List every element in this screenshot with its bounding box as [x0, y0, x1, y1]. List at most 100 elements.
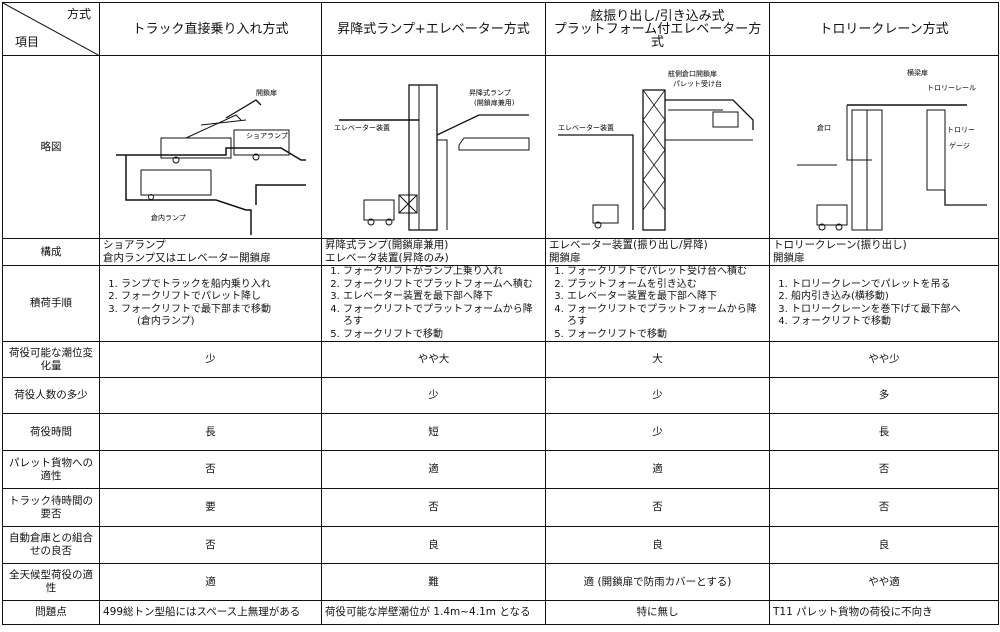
eval-cell: 良 — [321, 526, 546, 564]
column-header-4: トロリークレーン方式 — [769, 2, 999, 56]
eval-cell: 良 — [545, 526, 770, 564]
eval-cell: 否 — [545, 488, 770, 527]
composition-cell-3: エレベーター装置(振り出し/昇降)開鎖扉 — [545, 238, 770, 266]
corner-cell: 方式 項目 — [2, 2, 100, 56]
eval-cell: 否 — [769, 488, 999, 527]
eval-cell: 少 — [99, 341, 322, 378]
composition-row: 構成 ショアランプ倉内ランプ又はエレベーター開鎖扉 昇降式ランプ(開鎖扉兼用)エ… — [2, 238, 999, 266]
trolley-crane-diagram: 横梁扉 トロリーレール 倉口 トロリー ゲージ — [796, 68, 987, 230]
composition-cell-2: 昇降式ランプ(開鎖扉兼用)エレベータ装置(昇降のみ) — [321, 238, 546, 266]
procedure-step: ランプでトラックを船内乗り入れ — [121, 279, 318, 292]
eval-row: 荷役時間 長 短 少 長 — [2, 413, 999, 451]
procedure-step: プラットフォームを引き込む — [567, 279, 766, 292]
eval-cell — [99, 377, 322, 414]
sketch2-label-ramp-note: (開鎖扉兼用) — [474, 98, 515, 107]
eval-row: 全天候型荷役の適性 適 難 適 (開鎖扉で防雨カバーとする) やや適 — [2, 563, 999, 601]
eval-cell: やや大 — [321, 341, 546, 378]
procedure-step: フォークリフトでプラットフォームから降ろす — [567, 304, 766, 329]
eval-cell: やや少 — [769, 341, 999, 378]
sketch4-label-gauge: ゲージ — [949, 141, 970, 150]
procedure-cell-4: トロリークレーンでパレットを吊る船内引き込み(横移動)トロリークレーンを巻下げて… — [769, 265, 999, 342]
eval-cell: 適 — [545, 450, 770, 489]
issue-cell: 荷役可能な岸壁潮位が 1.4m~4.1m となる — [321, 600, 546, 625]
eval-cell: 少 — [545, 413, 770, 451]
eval-cell: 否 — [99, 526, 322, 564]
sketch4-label-hatch: 倉口 — [817, 123, 831, 132]
procedure-step: フォークリフトで移動 — [791, 316, 995, 329]
eval-row-label: パレット貨物への適性 — [2, 450, 100, 489]
sketch-trolley-crane: 横梁扉 トロリーレール 倉口 トロリー ゲージ — [769, 55, 999, 239]
eval-cell: 適 — [321, 450, 546, 489]
eval-cell: 否 — [99, 450, 322, 489]
sketch2-label-elevator: エレベーター装置 — [334, 123, 390, 132]
eval-cell: 適 — [99, 563, 322, 601]
swing-elevator-diagram: 舷側倉口開鎖扉 パレット受け台 エレベーター装置 — [557, 69, 754, 231]
procedure-step: エレベーター装置を最下部へ降下 — [343, 291, 542, 304]
corner-item-label: 項目 — [15, 35, 40, 49]
procedure-step: フォークリフトでプラットフォームから降ろす — [343, 304, 542, 329]
procedure-row-label: 積荷手順 — [2, 265, 100, 342]
sketch3-label-elevator: エレベーター装置 — [558, 123, 614, 132]
eval-cell: 否 — [769, 450, 999, 489]
procedure-row: 積荷手順 ランプでトラックを船内乗り入れフォークリフトでパレット降しフォークリフ… — [2, 265, 999, 342]
eval-cell: 短 — [321, 413, 546, 451]
procedure-step: フォークリフトでパレット降し — [121, 291, 318, 304]
issue-cell: T11 パレット貨物の荷役に不向き — [769, 600, 999, 625]
eval-cell: 長 — [99, 413, 322, 451]
eval-row-label: 自動倉庫との組合せの良否 — [2, 526, 100, 564]
column-header-2: 昇降式ランプ+エレベーター方式 — [321, 2, 546, 56]
eval-cell: 良 — [769, 526, 999, 564]
eval-cell: 適 (開鎖扉で防雨カバーとする) — [545, 563, 770, 601]
issues-row: 問題点 499総トン型船にはスペース上無理がある 荷役可能な岸壁潮位が 1.4m… — [2, 600, 999, 625]
header-row: 方式 項目 トラック直接乗り入れ方式 昇降式ランプ+エレベーター方式 舷振り出し… — [2, 2, 999, 56]
eval-row: 自動倉庫との組合せの良否 否 良 良 良 — [2, 526, 999, 564]
eval-cell: 否 — [321, 488, 546, 527]
eval-row: 荷役可能な潮位変化量 少 やや大 大 やや少 — [2, 341, 999, 378]
composition-row-label: 構成 — [2, 238, 100, 266]
procedure-step: フォークリフトでプラットフォームへ積む — [343, 279, 542, 292]
sketch2-label-ramp: 昇降式ランプ — [469, 88, 511, 97]
sketch1-label-hold-ramp: 倉内ランプ — [151, 213, 186, 222]
eval-cell: 少 — [545, 377, 770, 414]
eval-cell: やや適 — [769, 563, 999, 601]
procedure-step: フォークリフトで最下部まで移動 — [121, 304, 318, 317]
eval-row-label: 荷役人数の多少 — [2, 377, 100, 414]
eval-row: 荷役人数の多少 少 少 多 — [2, 377, 999, 414]
eval-cell: 大 — [545, 341, 770, 378]
sketch4-label-rail: トロリーレール — [927, 84, 976, 92]
eval-cell: 要 — [99, 488, 322, 527]
sketch-ramp-elevator: エレベーター装置 昇降式ランプ (開鎖扉兼用) — [321, 55, 546, 239]
procedure-cell-2: フォークリフトがランプ上乗り入れフォークリフトでプラットフォームへ積むエレベータ… — [321, 265, 546, 342]
eval-row: トラック待時間の要否 要 否 否 否 — [2, 488, 999, 527]
issue-cell: 499総トン型船にはスペース上無理がある — [99, 600, 322, 625]
sketch-truck-direct: 開鎖扉 ショアランプ 倉内ランプ — [99, 55, 322, 239]
procedure-step: 船内引き込み(横移動) — [791, 291, 995, 304]
procedure-step: トロリークレーンでパレットを吊る — [791, 279, 995, 292]
issues-row-label: 問題点 — [2, 600, 100, 625]
eval-row-label: トラック待時間の要否 — [2, 488, 100, 527]
sketch-row: 略図 開鎖扉 ショアランプ 倉内ランプ — [2, 55, 999, 239]
sketch3-label-door: 舷側倉口開鎖扉 — [668, 69, 717, 78]
composition-cell-1: ショアランプ倉内ランプ又はエレベーター開鎖扉 — [99, 238, 322, 266]
procedure-step: (倉内ランプ) — [137, 316, 195, 327]
eval-row-label: 荷役時間 — [2, 413, 100, 451]
sketch-swing-elevator: 舷側倉口開鎖扉 パレット受け台 エレベーター装置 — [545, 55, 770, 239]
sketch4-label-trolley: トロリー — [947, 126, 975, 134]
sketch4-label-beam: 横梁扉 — [907, 68, 928, 77]
column-header-1: トラック直接乗り入れ方式 — [99, 2, 322, 56]
eval-cell: 少 — [321, 377, 546, 414]
procedure-step: フォークリフトで移動 — [567, 329, 766, 341]
sketch1-label-shore-ramp: ショアランプ — [246, 132, 288, 140]
composition-cell-4: トロリークレーン(振り出し)開鎖扉 — [769, 238, 999, 266]
eval-cell: 難 — [321, 563, 546, 601]
procedure-step: エレベーター装置を最下部へ降下 — [567, 291, 766, 304]
sketch3-label-pallet-stand: パレット受け台 — [673, 79, 722, 88]
procedure-step: フォークリフトでパレット受け台へ積む — [567, 267, 766, 279]
sketch1-label-door: 開鎖扉 — [256, 88, 277, 97]
issue-cell: 特に無し — [545, 600, 770, 625]
truck-ramp-diagram: 開鎖扉 ショアランプ 倉内ランプ — [115, 88, 306, 235]
procedure-step: トロリークレーンを巻下げて最下部へ — [791, 304, 995, 317]
eval-row-label: 全天候型荷役の適性 — [2, 563, 100, 601]
procedure-step: フォークリフトがランプ上乗り入れ — [343, 267, 542, 279]
